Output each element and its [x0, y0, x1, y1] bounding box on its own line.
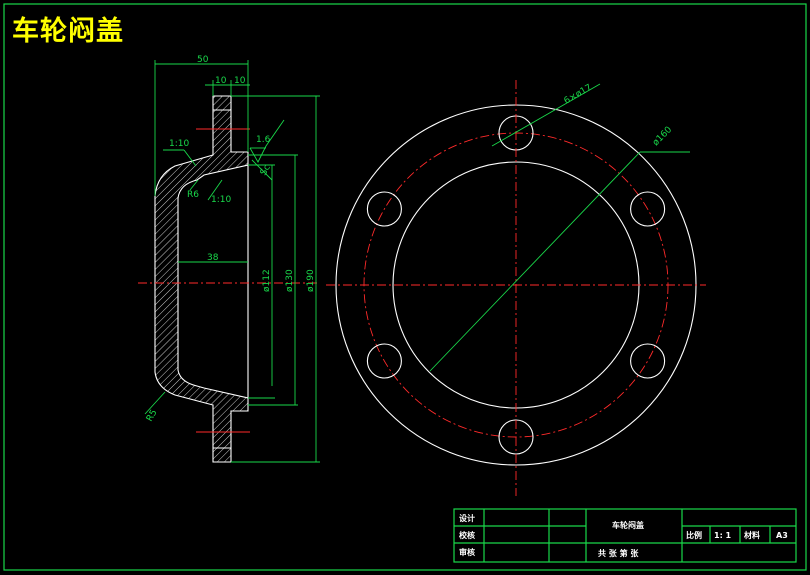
- tb-review: 审核: [459, 547, 475, 557]
- tb-scale-value: 1: 1: [714, 531, 732, 540]
- dim-chamfer-inner: 1:10: [211, 195, 231, 205]
- drawing-frame: [3, 3, 807, 571]
- roughness-note: Sc: [259, 163, 273, 177]
- pitch-leader: [429, 151, 641, 372]
- drawing-title: 车轮闷盖: [12, 15, 124, 47]
- dim-inner-depth: 38: [207, 253, 219, 263]
- dim-radius-inner: R6: [187, 190, 199, 200]
- dim-dia-mid: ø130: [285, 269, 295, 292]
- dim-pitch-circle: ø160: [651, 125, 674, 148]
- dim-dia-inner: ø112: [262, 269, 272, 292]
- dim-radius-outer: R5: [145, 408, 160, 423]
- bolt-hole: [366, 343, 402, 379]
- dim-holes: 6×ø17: [563, 83, 594, 107]
- bolt-hole: [630, 343, 666, 379]
- tb-design: 设计: [459, 513, 475, 523]
- section-view: 50 10 10 1:10 R6 1:10 1.6 Sc 38 ø112 ø: [138, 55, 320, 463]
- dim-chamfer-top: 1:10: [169, 139, 189, 149]
- tb-part-name: 车轮闷盖: [612, 520, 644, 530]
- tb-sheets: 共 张 第 张: [598, 548, 639, 558]
- dim-dia-outer: ø190: [306, 269, 316, 292]
- holes-leader: [491, 83, 601, 147]
- dim-width-total: 50: [197, 55, 209, 65]
- section-hatch: [155, 96, 248, 462]
- roughness-value: 1.6: [256, 135, 271, 145]
- bolt-hole: [366, 191, 402, 227]
- tb-material-value: A3: [776, 531, 788, 540]
- end-view: ø160 6×ø17: [326, 80, 706, 496]
- tb-material-label: 材料: [744, 530, 760, 540]
- tb-scale-label: 比例: [686, 530, 702, 540]
- tb-check: 校核: [459, 530, 475, 540]
- dim-flange-right: 10: [234, 76, 246, 86]
- bolt-hole: [630, 191, 666, 227]
- title-block: 设计 校核 审核 车轮闷盖 共 张 第 张 比例 1: 1 材料 A3: [453, 508, 797, 563]
- dim-flange-left: 10: [215, 76, 227, 86]
